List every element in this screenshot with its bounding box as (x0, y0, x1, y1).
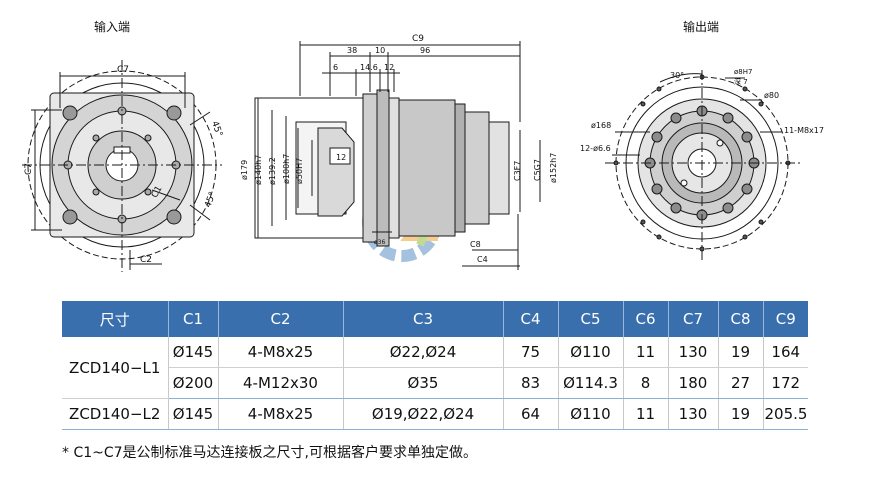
dim-14-6: 14.6 (360, 63, 378, 72)
table-cell: Ø200 (168, 367, 219, 399)
header-c5: C5 (558, 301, 624, 337)
angle-30: 30° (670, 71, 684, 80)
spec-table: 尺寸 C1 C2 C3 C4 C5 C6 C7 C8 C9 ZCD140−L1 … (62, 301, 808, 430)
table-cell: 180 (668, 367, 719, 399)
dia-152: ø152h7 (549, 153, 558, 183)
table-cell: 19 (718, 398, 764, 430)
table-row: Ø200 4-M12x30 Ø35 83 Ø114.3 8 180 27 172 (62, 367, 808, 399)
table-cell: Ø110 (558, 337, 624, 368)
input-end-title: 输入端 (94, 19, 130, 34)
table-cell: 4-M8x25 (218, 337, 344, 368)
model-cell-l2: ZCD140−L2 (62, 398, 169, 430)
table-cell: Ø110 (558, 398, 624, 430)
angle-45-bottom: 45° (203, 191, 218, 209)
input-end-view (22, 60, 222, 272)
dia-179: ø179 (240, 160, 249, 180)
header-size: 尺寸 (62, 301, 169, 337)
table-cell: Ø114.3 (558, 367, 624, 399)
dia-100: ø100h7 (282, 154, 291, 184)
header-c2: C2 (218, 301, 344, 337)
output-end-view (605, 70, 800, 262)
table-cell: Ø35 (343, 367, 504, 399)
dia-139: ø139.2 (268, 157, 277, 185)
table-row: ZCD140−L1 Ø145 4-M8x25 Ø22,Ø24 75 Ø110 1… (62, 337, 808, 399)
header-c4: C4 (503, 301, 559, 337)
technical-drawing: 输入端 输出端 C7 C7 C1 C2 45° 45° (22, 19, 824, 272)
dim-10: 10 (375, 46, 385, 55)
table-cell: 11 (623, 337, 669, 368)
c4-label: C4 (477, 255, 488, 264)
table-cell: 27 (718, 367, 764, 399)
c7-side-label: C7 (24, 163, 34, 175)
footnote: * C1~C7是公制标准马达连接板之尺寸,可根据客户要求单独定做。 (62, 445, 477, 461)
dia-80: ø80 (764, 91, 779, 100)
table-cell: 164 (763, 337, 808, 368)
table-cell: 83 (503, 367, 559, 399)
table-cell: Ø22,Ø24 (343, 337, 504, 368)
table-cell: 172 (763, 367, 808, 399)
hole-depth: 深 7 (734, 77, 748, 86)
header-c6: C6 (623, 301, 669, 337)
table-cell: 11 (623, 398, 669, 430)
table-row: ZCD140−L2 Ø145 4-M8x25 Ø19,Ø22,Ø24 64 Ø1… (62, 398, 808, 430)
table-cell: 19 (718, 337, 764, 368)
table-header-row: 尺寸 C1 C2 C3 C4 C5 C6 C7 C8 C9 (62, 301, 808, 337)
table-cell: 4-M8x25 (218, 398, 344, 430)
dim-6: 6 (333, 63, 338, 72)
header-c8: C8 (718, 301, 764, 337)
output-end-title: 输出端 (683, 19, 719, 34)
table-cell: 8 (623, 367, 669, 399)
hole-8h7: ø8H7 (734, 68, 752, 76)
c9-label: C9 (412, 34, 424, 44)
side-section-view (254, 41, 541, 270)
table-cell: 64 (503, 398, 559, 430)
table-cell: Ø145 (168, 398, 219, 430)
header-c1: C1 (168, 301, 219, 337)
table-cell: 4-M12x30 (218, 367, 344, 399)
c5-label: C5G7 (533, 159, 542, 181)
table-cell: 205.5 (763, 398, 808, 430)
model-cell-l1: ZCD140−L1 (62, 337, 169, 399)
holes-12-6-6: 12-ø6.6 (580, 144, 611, 153)
header-c9: C9 (763, 301, 808, 337)
header-c7: C7 (668, 301, 719, 337)
thread-11-m8: 11-M8x17 (784, 126, 824, 135)
dim-96: 96 (420, 46, 430, 55)
c2-label: C2 (140, 255, 152, 265)
header-c3: C3 (343, 301, 504, 337)
table-cell: 130 (668, 398, 719, 430)
c8-label: C8 (470, 240, 481, 249)
table-cell: 75 (503, 337, 559, 368)
dia-50: ø50H7 (295, 158, 304, 184)
dim-12-inner: 12 (336, 153, 346, 162)
c7-top-label: C7 (117, 65, 129, 75)
dim-12-top: 12 (384, 63, 394, 72)
table-cell: Ø19,Ø22,Ø24 (343, 398, 504, 430)
dia-168: ø168 (591, 121, 611, 130)
c3-label: C3F7 (513, 161, 522, 181)
dim-38: 38 (347, 46, 357, 55)
table-cell: Ø145 (168, 337, 219, 368)
table-cell: 130 (668, 337, 719, 368)
dia-140: ø140h7 (254, 155, 263, 185)
dia-small: ø36 (374, 239, 385, 246)
